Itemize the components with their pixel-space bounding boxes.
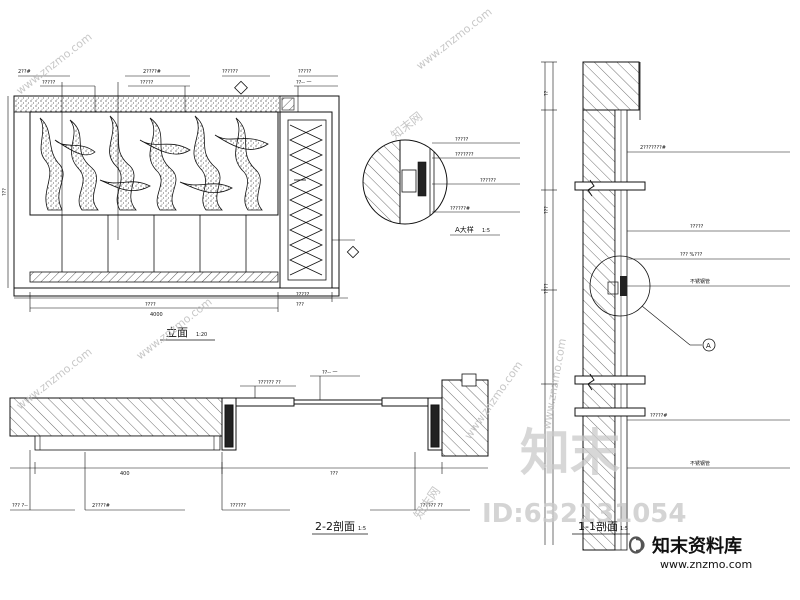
sec11-tube bbox=[620, 276, 627, 296]
sec22-left-wall bbox=[9, 397, 223, 437]
detail-a-title: A大样 bbox=[455, 225, 474, 234]
detail-a-leaders bbox=[432, 142, 520, 213]
sec22-right-post bbox=[461, 373, 477, 387]
sec11-callout-label: A bbox=[706, 342, 711, 350]
sec11-ceiling bbox=[582, 61, 640, 111]
elev-note-3: 2????# bbox=[143, 69, 161, 75]
section-marker bbox=[346, 245, 360, 259]
elev-left-dim-1: ??? bbox=[2, 188, 8, 196]
detail-a-note-4: ??????# bbox=[450, 206, 470, 212]
brand-watermark: 知末 ID:632131054 知末资料库 www.znzmo.com bbox=[482, 424, 752, 571]
sec22-top-note-1: ?????? ?? bbox=[258, 380, 281, 386]
door-header-detail bbox=[281, 97, 295, 111]
sec11-note-2: ????? bbox=[690, 224, 704, 230]
elevation-cornice bbox=[13, 95, 281, 113]
watermark-diag-2: www.znzmo.com bbox=[414, 5, 495, 72]
sec22-door-frame bbox=[221, 397, 443, 451]
sec22-dim-2: ??? bbox=[330, 471, 338, 477]
sec11-bracket bbox=[607, 281, 619, 295]
watermark-diag-1: www.znzmo.com bbox=[14, 30, 95, 97]
sec11-note-3: ??? %??? bbox=[680, 252, 703, 258]
elevation-view: 2??# ????? 2????# ????? ?????? ????? ??-… bbox=[2, 69, 360, 341]
sec22-right-wall bbox=[441, 379, 489, 457]
sec11-note-4: 不锈钢管 bbox=[690, 278, 710, 285]
sec11-leaders bbox=[627, 151, 790, 469]
door-x-bracing bbox=[289, 124, 323, 276]
section-22-view: ?????? ?? ??-- 一 400 ??? ??? ?-- 2????# … bbox=[9, 370, 489, 535]
elev-dim-4: ??? bbox=[296, 302, 304, 308]
sec11-note-6: 不锈钢管 bbox=[690, 460, 710, 467]
detail-a-note-3: ?????? bbox=[480, 178, 496, 184]
section-11-view: A 2???????# ????? ??? %??? 不锈钢管 ?????# 不… bbox=[541, 61, 790, 551]
flame-pattern bbox=[39, 115, 269, 211]
elev-note-2: ????? bbox=[42, 80, 56, 86]
sec11-note-5: ?????# bbox=[650, 413, 667, 419]
elev-dim-3: ????? bbox=[296, 292, 310, 298]
elevation-scale: 1:20 bbox=[196, 332, 207, 338]
sec11-note-1: 2???????# bbox=[640, 145, 666, 151]
lower-panel-dividers bbox=[61, 215, 247, 272]
skirting-hatch bbox=[29, 271, 279, 283]
sec11-callout-bubble bbox=[702, 338, 716, 352]
elev-note-6: ????? bbox=[298, 69, 312, 75]
elev-note-4: ????? bbox=[140, 80, 154, 86]
detail-a-tube bbox=[417, 161, 427, 197]
detail-a-note-2: ??????? bbox=[455, 152, 474, 158]
sec22-bottom-note-4: ?????? ?? bbox=[420, 503, 443, 509]
elevation-dimensions bbox=[14, 292, 348, 312]
side-door-frame bbox=[279, 111, 333, 289]
detail-a-view: ????? ??????? ?????? ??????# A大样 1:5 bbox=[362, 137, 520, 236]
elev-dim-2: 4000 bbox=[150, 312, 163, 318]
detail-a-wall-hatch bbox=[363, 140, 401, 224]
sec22-dim-1: 400 bbox=[120, 471, 130, 477]
sec11-break-lines bbox=[574, 179, 646, 417]
sec11-scale: 1:5 bbox=[620, 526, 628, 532]
sec11-wall bbox=[582, 109, 616, 551]
sec22-title: 2-2剖面 bbox=[315, 519, 355, 533]
sec22-left-panel bbox=[34, 435, 221, 451]
elev-note-7: ??-- 一 bbox=[296, 80, 312, 86]
sec11-side-dim-2: ??? bbox=[544, 206, 550, 214]
watermark-id: ID:632131054 bbox=[482, 499, 686, 529]
watermark-brand-cn: 知末 bbox=[520, 424, 620, 482]
detail-a-scale: 1:5 bbox=[482, 228, 490, 234]
watermark-diag-4: 知末网 bbox=[388, 109, 425, 142]
sec22-bottom-note-2: 2????# bbox=[92, 503, 110, 509]
sec11-side-dim-3: ???? bbox=[544, 283, 550, 294]
elevation-leaders bbox=[18, 75, 338, 112]
sec22-top-note-2: ??-- 一 bbox=[322, 370, 338, 376]
knot-logo-icon bbox=[628, 536, 645, 554]
watermark-url: www.znzmo.com bbox=[660, 558, 752, 571]
elev-dim-1: ???? bbox=[145, 302, 156, 308]
watermark-brand-footer: 知末资料库 bbox=[652, 535, 742, 557]
sec22-scale: 1:5 bbox=[358, 526, 366, 532]
level-symbol bbox=[234, 80, 248, 95]
elev-note-5: ?????? bbox=[222, 69, 238, 75]
sec11-side-dim-1: ?? bbox=[544, 90, 550, 96]
sec11-title: 1-1剖面 bbox=[578, 519, 618, 533]
elevation-title: 立面 bbox=[166, 325, 188, 339]
detail-a-note-1: ????? bbox=[455, 137, 469, 143]
sec22-dimensions bbox=[10, 462, 488, 474]
detail-a-bracket bbox=[401, 169, 417, 193]
side-door-inner bbox=[287, 119, 327, 281]
elev-note-1: 2??# bbox=[18, 69, 31, 75]
sec22-bottom-note-3: ?????? bbox=[230, 503, 246, 509]
sec22-bottom-note-1: ??? ?-- bbox=[12, 503, 28, 509]
sec11-side-ticks bbox=[541, 61, 557, 385]
